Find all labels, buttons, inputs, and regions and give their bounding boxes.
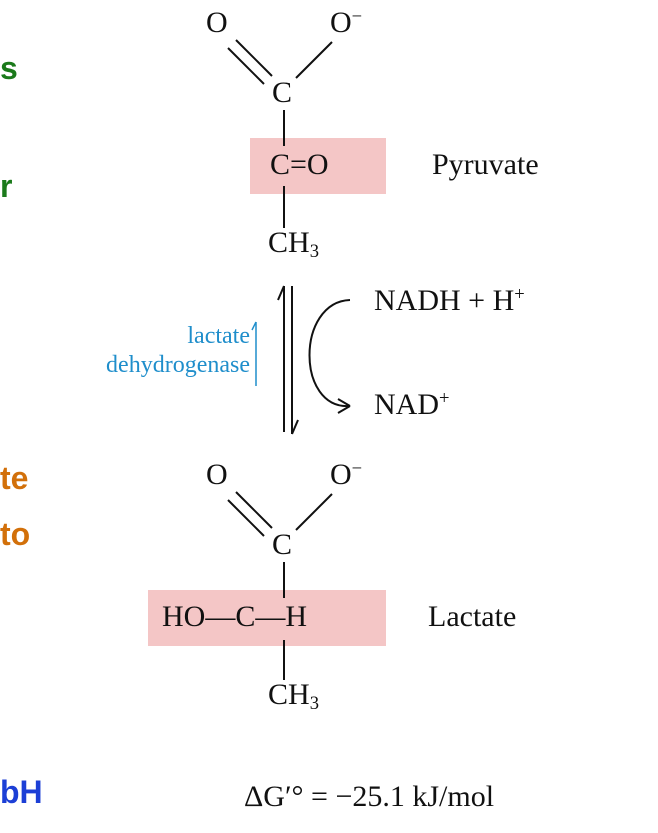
pyruvate-oxygen-right-symbol: O xyxy=(330,6,352,40)
lactate-methyl-subscript: 3 xyxy=(309,693,319,715)
lactate-oxygen-right-symbol: O xyxy=(330,458,352,492)
cofactor-nadh: NADH + H+ xyxy=(374,284,525,318)
enzyme-bracket xyxy=(251,321,257,386)
free-energy-delta: ΔG xyxy=(244,780,285,813)
cofactor-nad-text: NAD xyxy=(374,388,439,422)
equilibrium-arrows xyxy=(277,285,299,435)
free-energy-value: ΔG′° = −25.1 kJ/mol xyxy=(244,782,494,812)
lactate-oxygen-right: O− xyxy=(330,458,363,492)
lactate-carboxyl-carbon: C xyxy=(272,528,293,561)
pyruvate-oxygen-right: O− xyxy=(330,6,363,40)
free-energy-prime: ′° xyxy=(284,780,304,813)
cut-off-text-4: to xyxy=(0,516,31,552)
pyruvate-bonds xyxy=(227,39,333,228)
enzyme-label-line2: dehydrogenase xyxy=(106,351,250,378)
pyruvate-keto-group: C=O xyxy=(270,148,329,181)
lactate-label: Lactate xyxy=(428,600,517,633)
cofactor-curve-arrow xyxy=(308,299,351,414)
cut-off-text-2: r xyxy=(0,168,13,204)
pyruvate-methyl: CH3 xyxy=(268,228,319,262)
cofactor-nad: NAD+ xyxy=(374,388,450,422)
lactate-methyl: CH3 xyxy=(268,680,319,714)
lactate-alpha-carbon-group: HO—C—H xyxy=(162,600,308,633)
lactate-oxygen-left: O xyxy=(206,458,228,491)
enzyme-label: lactate dehydrogenase xyxy=(0,322,250,380)
pyruvate-keto-highlight xyxy=(250,138,386,194)
lactate-oxygen-charge: − xyxy=(351,458,363,479)
cut-off-text-5: bH xyxy=(0,774,43,810)
lactate-alpha-highlight xyxy=(148,590,386,646)
cofactor-nad-charge: + xyxy=(439,388,450,409)
lactate-bonds xyxy=(227,491,333,680)
pyruvate-methyl-symbol: CH xyxy=(268,226,310,259)
pyruvate-methyl-subscript: 3 xyxy=(309,241,319,263)
cofactor-nadh-charge: + xyxy=(514,284,525,305)
enzyme-label-line1: lactate xyxy=(187,323,250,349)
free-energy-number: = −25.1 kJ/mol xyxy=(311,780,495,813)
cut-off-text-3: te xyxy=(0,460,29,496)
cut-off-text-1: s xyxy=(0,50,18,86)
cofactor-nadh-text: NADH + H xyxy=(374,284,515,318)
pyruvate-oxygen-left: O xyxy=(206,6,228,39)
lactate-methyl-symbol: CH xyxy=(268,678,310,711)
pyruvate-carboxyl-carbon: C xyxy=(272,76,293,109)
pyruvate-oxygen-charge: − xyxy=(351,6,363,27)
pyruvate-label: Pyruvate xyxy=(432,148,539,181)
